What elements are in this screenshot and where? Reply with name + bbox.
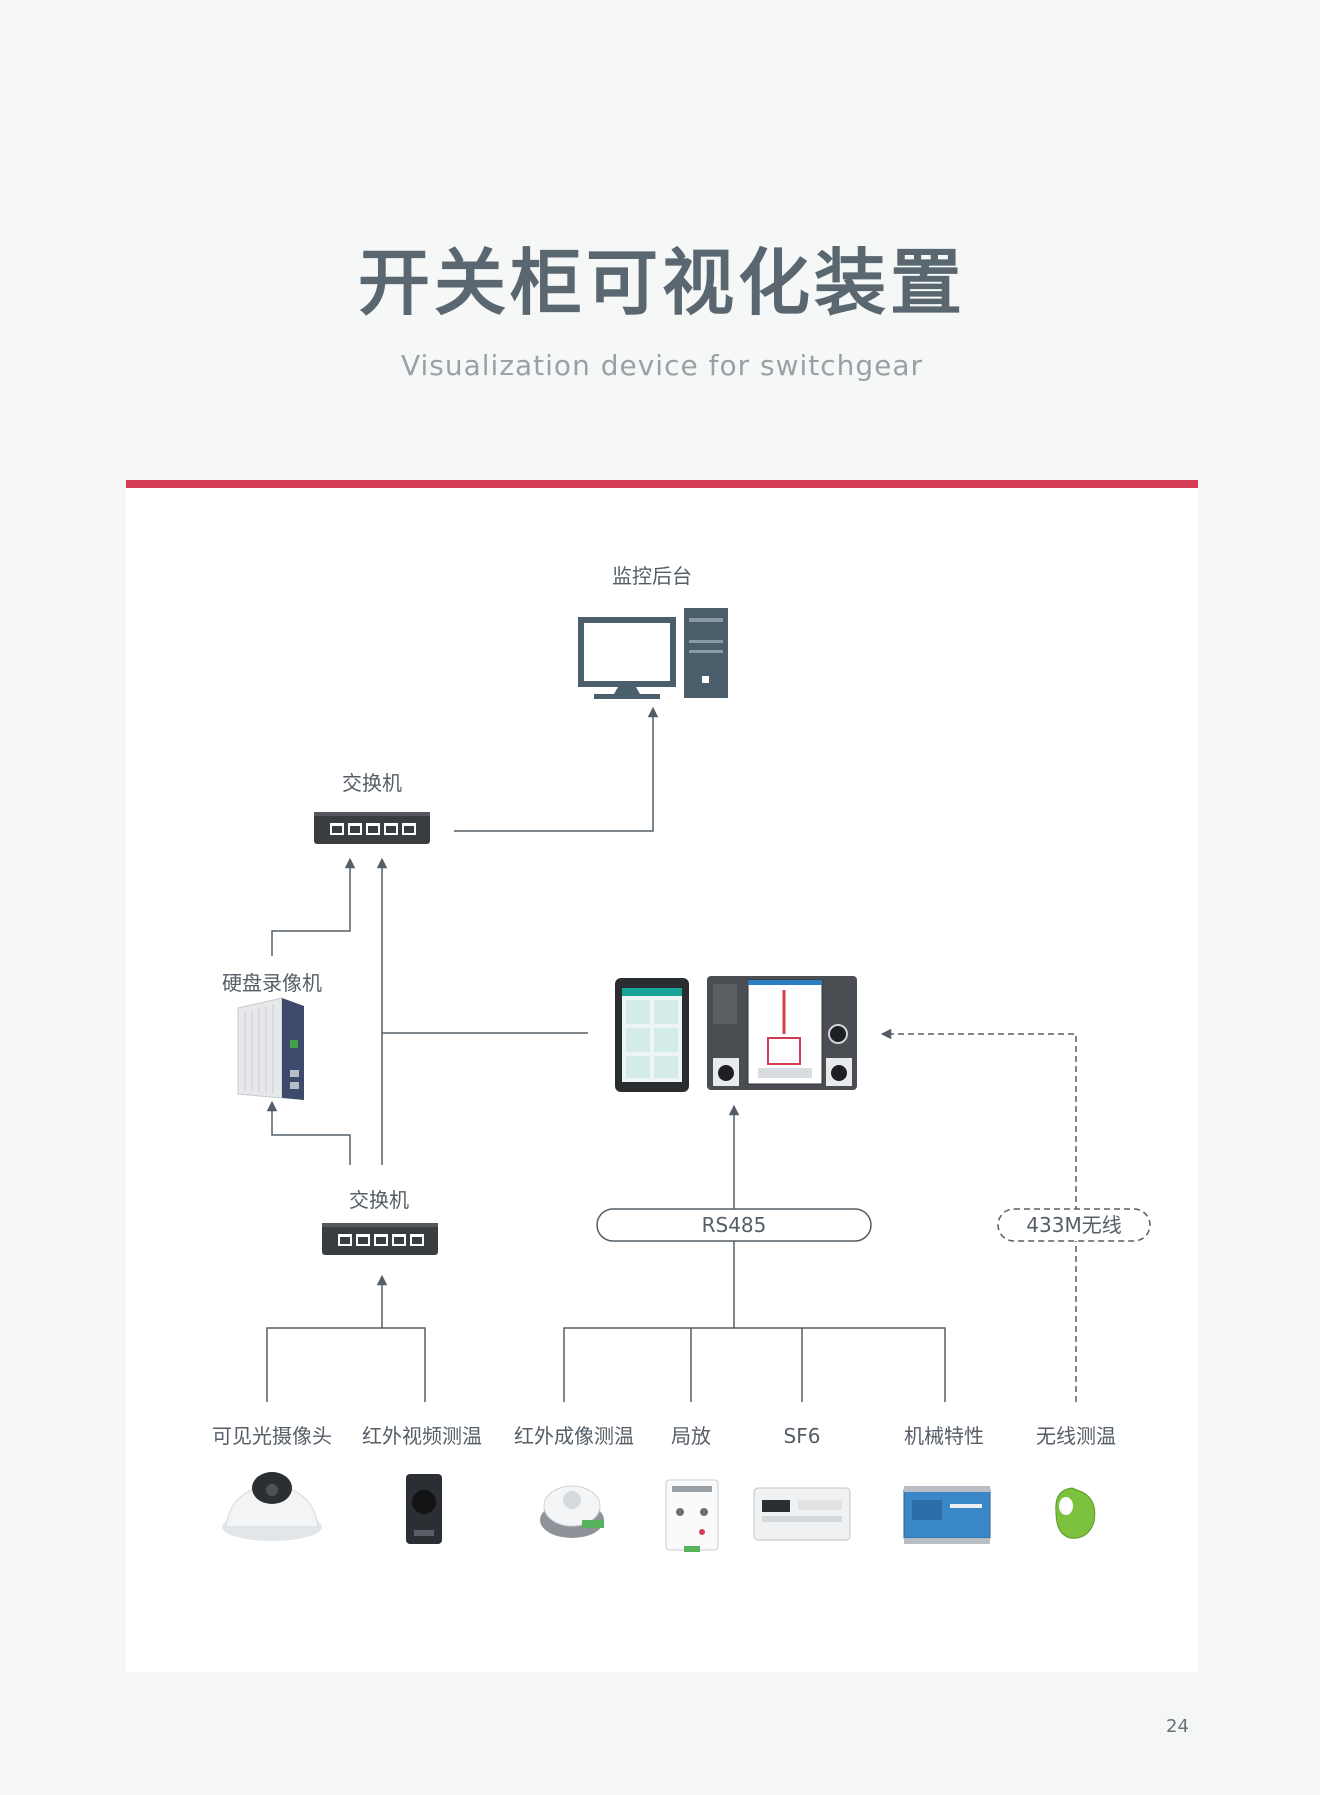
sensor-label: 无线测温 [1036,1424,1116,1448]
header-panel: 开关柜可视化装置 Visualization device for switch… [126,187,1198,480]
sf6-sensor-icon [753,1487,851,1541]
page-subtitle: Visualization device for switchgear [400,349,924,382]
switch-top-icon [314,812,430,844]
monitor-computer-icon [578,608,728,699]
page-title: 开关柜可视化装置 [357,241,966,325]
sensor-label: SF6 [784,1424,821,1448]
wireless-temperature-sensor-icon [1055,1487,1096,1539]
nvr-label: 硬盘录像机 [222,971,322,995]
rs485-pill: RS485 [596,1208,872,1242]
sensor-label: 局放 [671,1424,711,1448]
monitor-label: 监控后台 [612,564,692,588]
partial-discharge-sensor-icon [665,1479,719,1552]
sensor-label: 红外成像测温 [514,1424,634,1448]
wireless-label: 433M无线 [1026,1213,1121,1237]
sensor-label: 红外视频测温 [362,1424,482,1448]
rs485-label: RS485 [702,1213,767,1237]
page-number: 24 [1166,1716,1189,1737]
switch-bottom-label: 交换机 [349,1188,409,1212]
accent-divider [126,480,1198,488]
switchgear-controller-icon [707,976,857,1090]
content-card: 开关柜可视化装置 Visualization device for switch… [126,187,1198,1672]
dome-camera-icon [222,1472,322,1541]
wireless-dashed-line [880,1028,1077,1402]
switch-top-label: 交换机 [342,771,402,795]
infrared-imaging-sensor-icon [540,1485,604,1538]
tablet-icon [615,978,689,1092]
switch-bottom-icon [322,1223,438,1255]
sensor-label: 可见光摄像头 [212,1424,332,1448]
nvr-icon [237,997,304,1100]
mechanical-characteristics-sensor-icon [903,1486,991,1544]
sensor-label: 机械特性 [904,1424,984,1448]
wireless-pill: 433M无线 [997,1208,1151,1242]
infrared-video-camera-icon [406,1474,442,1544]
